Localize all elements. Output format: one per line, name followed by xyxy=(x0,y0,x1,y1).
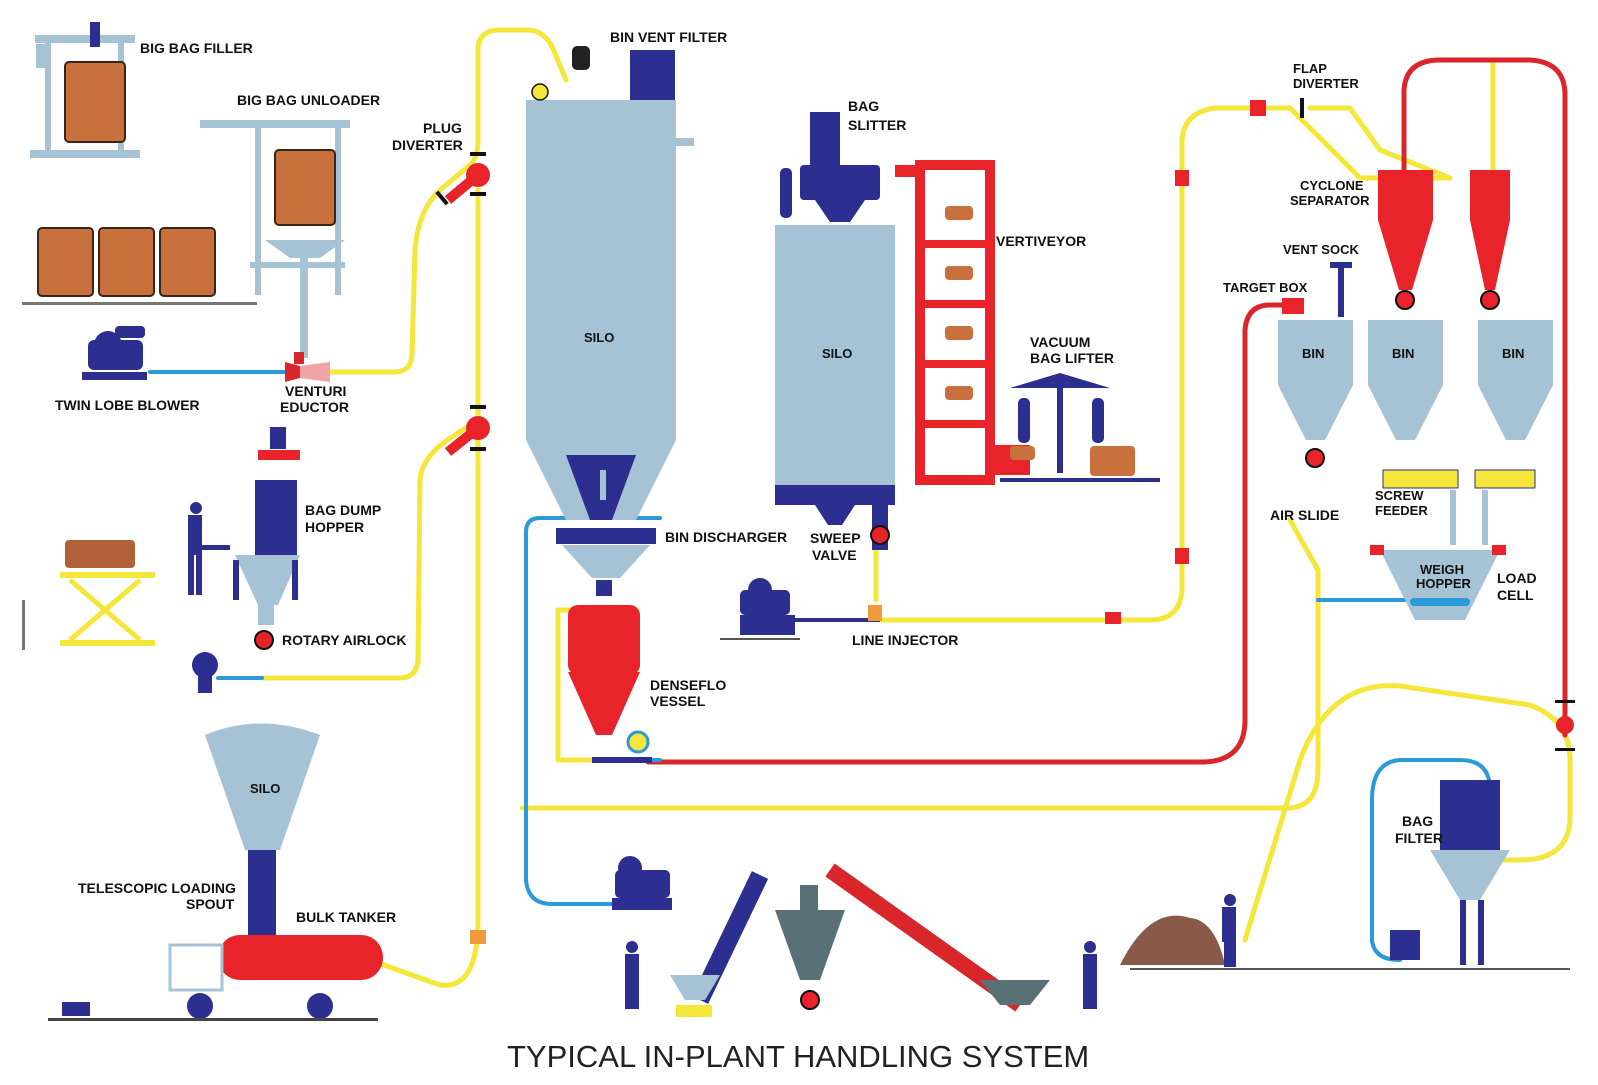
pipe-line-injector xyxy=(877,105,1453,623)
label-bin-discharger: BIN DISCHARGER xyxy=(665,529,787,545)
label-rotary-airlock: ROTARY AIRLOCK xyxy=(282,632,406,648)
label-bag: BAG xyxy=(848,98,879,114)
label-spout: SPOUT xyxy=(186,896,235,912)
big-bag-filler xyxy=(30,22,140,158)
diagram-title: TYPICAL IN-PLANT HANDLING SYSTEM xyxy=(507,1039,1089,1074)
label-bin-2: BIN xyxy=(1392,346,1414,361)
pipe-airlock xyxy=(259,417,481,681)
label-screw: SCREW xyxy=(1375,488,1424,503)
label-vent-sock: VENT SOCK xyxy=(1283,242,1359,257)
silo-small xyxy=(205,723,320,945)
pipe-cyclone-top xyxy=(1307,105,1453,181)
pipe-bottom-loop xyxy=(519,567,1321,811)
pipe-denseflo-bypass xyxy=(555,607,599,763)
cyclone-separators xyxy=(1378,170,1510,310)
pipe-bag-filter-loop xyxy=(1242,683,1573,943)
label-hopper: HOPPER xyxy=(305,519,364,535)
label-twin-lobe-blower: TWIN LOBE BLOWER xyxy=(55,397,200,413)
pipe-red-denseflo xyxy=(645,302,1285,765)
label-vacuum: VACUUM xyxy=(1030,334,1090,350)
worker-icon xyxy=(188,502,230,595)
bag-slitter xyxy=(780,112,880,222)
air-bag-filter xyxy=(1370,758,1492,962)
label-silo-main: SILO xyxy=(584,330,614,345)
big-bag-unloader xyxy=(200,120,350,358)
label-bag-dump: BAG DUMP xyxy=(305,502,381,518)
bag-filter xyxy=(1130,780,1570,970)
label-load: LOAD xyxy=(1497,570,1537,586)
pipe-markers xyxy=(470,170,1189,944)
label-target-box: TARGET BOX xyxy=(1223,280,1308,295)
label-eductor: EDUCTOR xyxy=(280,399,349,415)
bin-discharger xyxy=(556,528,656,596)
main-silo xyxy=(526,46,694,520)
label-vessel: VESSEL xyxy=(650,693,706,709)
material-pile xyxy=(1120,894,1236,967)
pipe-diverter-branch xyxy=(367,187,481,988)
label-big-bag-unloader: BIG BAG UNLOADER xyxy=(237,92,380,108)
lift-table xyxy=(22,540,155,650)
label-flap-diverter: DIVERTER xyxy=(1293,76,1359,91)
pipe-weigh xyxy=(1287,517,1321,573)
silo-two xyxy=(775,225,895,550)
denseflo-vessel xyxy=(568,605,652,763)
label-bin-vent-filter: BIN VENT FILTER xyxy=(610,29,727,45)
workers-bottom xyxy=(625,941,1097,1009)
label-bulk-tanker: BULK TANKER xyxy=(296,909,396,925)
bag-dump-hopper xyxy=(233,427,300,650)
label-vertiveyor: VERTIVEYOR xyxy=(996,233,1086,249)
label-weigh-hopper: HOPPER xyxy=(1416,576,1472,591)
small-blower xyxy=(192,652,218,693)
bucket-elevator xyxy=(670,871,769,1017)
label-slitter: SLITTER xyxy=(848,117,906,133)
bins xyxy=(1278,298,1553,468)
label-bin-3: BIN xyxy=(1502,346,1524,361)
label-bag-filter-filter: FILTER xyxy=(1395,830,1443,846)
label-separator: SEPARATOR xyxy=(1290,193,1370,208)
twin-lobe-blower xyxy=(82,326,147,380)
pipe-venturi-to-silo xyxy=(327,27,569,375)
big-bags-row xyxy=(22,227,257,305)
label-cyclone: CYCLONE xyxy=(1300,178,1364,193)
label-cell: CELL xyxy=(1497,587,1534,603)
label-denseflo: DENSEFLO xyxy=(650,677,726,693)
label-plug: PLUG xyxy=(423,120,462,136)
label-flap: FLAP xyxy=(1293,61,1327,76)
label-silo-two: SILO xyxy=(822,346,852,361)
label-air-slide: AIR SLIDE xyxy=(1270,507,1339,523)
label-sweep: SWEEP xyxy=(810,530,861,546)
label-venturi: VENTURI xyxy=(285,383,346,399)
plug-diverter-valve xyxy=(435,152,490,206)
label-feeder: FEEDER xyxy=(1375,503,1428,518)
line-injector-blower xyxy=(720,578,882,640)
air-bin-discharger xyxy=(524,516,662,906)
air-lines xyxy=(148,370,1492,962)
label-line-injector: LINE INJECTOR xyxy=(852,632,958,648)
label-big-bag-filler: BIG BAG FILLER xyxy=(140,40,253,56)
label-silo-small: SILO xyxy=(250,781,280,796)
bulk-tanker xyxy=(48,935,383,1021)
vertiveyor xyxy=(895,160,1030,485)
vacuum-bag-lifter xyxy=(1000,373,1160,482)
return-lines xyxy=(645,57,1568,765)
pipe-red-loop xyxy=(1401,57,1568,738)
label-bag-lifter: BAG LIFTER xyxy=(1030,350,1114,366)
screw-feeders xyxy=(1382,469,1536,545)
weigh-hopper xyxy=(1370,545,1506,620)
plug-diverter-valve-2 xyxy=(444,405,490,456)
flap-diverter xyxy=(1250,98,1304,118)
return-diverter xyxy=(1555,700,1575,751)
pneumatic-loader-blower xyxy=(612,856,672,910)
label-telescopic: TELESCOPIC LOADING xyxy=(78,880,236,896)
label-diverter: DIVERTER xyxy=(392,137,463,153)
vent-sock xyxy=(1330,262,1352,317)
label-valve: VALVE xyxy=(812,547,857,563)
label-weigh: WEIGH xyxy=(1420,562,1464,577)
cone-hopper xyxy=(775,863,1050,1012)
label-bag-filter-bag: BAG xyxy=(1402,813,1433,829)
label-bin-1: BIN xyxy=(1302,346,1324,361)
venturi-eductor xyxy=(285,352,330,382)
